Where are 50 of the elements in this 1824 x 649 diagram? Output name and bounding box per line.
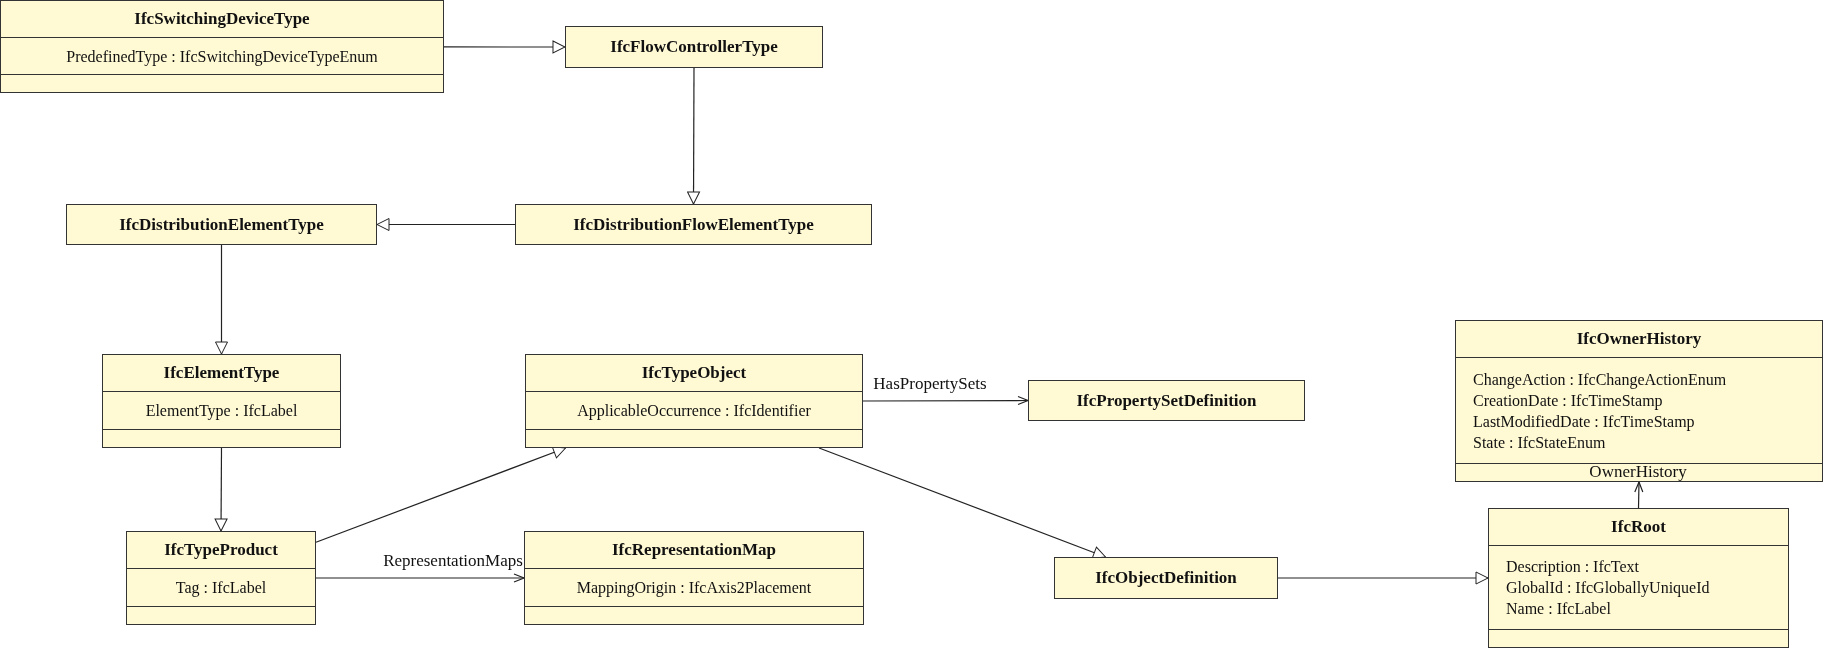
class-box bbox=[126, 531, 316, 625]
edge-label: HasPropertySets bbox=[872, 375, 988, 393]
generalization-arrow bbox=[215, 244, 228, 355]
attribute-text: CreationDate : IfcTimeStamp bbox=[1473, 390, 1663, 411]
class-name: IfcFlowControllerType bbox=[610, 36, 778, 59]
class-name: IfcRoot bbox=[1611, 516, 1666, 539]
attribute-text: Tag : IfcLabel bbox=[175, 578, 267, 598]
class-box bbox=[1488, 508, 1789, 648]
attribute-text: PredefinedType : IfcSwitchingDeviceTypeEnum bbox=[66, 46, 378, 67]
class-box bbox=[66, 204, 377, 245]
class-name: IfcElementType bbox=[163, 362, 280, 385]
attribute-text: State : IfcStateEnum bbox=[1473, 432, 1606, 453]
generalization-arrow bbox=[214, 447, 228, 532]
association-arrow bbox=[1634, 481, 1644, 509]
class-name: IfcRepresentationMap bbox=[612, 539, 776, 562]
attribute-text: Description : IfcText bbox=[1506, 557, 1640, 577]
class-name: IfcTypeProduct bbox=[164, 539, 278, 562]
generalization-arrow bbox=[687, 67, 701, 205]
class-name: IfcDistributionFlowElementType bbox=[573, 213, 814, 236]
edge-label: RepresentationMaps bbox=[382, 552, 524, 570]
attribute-text: ElementType : IfcLabel bbox=[145, 401, 298, 421]
association-arrow bbox=[315, 573, 525, 583]
class-name: IfcTypeObject bbox=[641, 362, 747, 385]
generalization-arrow bbox=[443, 40, 566, 54]
generalization-arrow bbox=[818, 447, 1107, 559]
class-box bbox=[1028, 380, 1305, 421]
class-box bbox=[102, 354, 341, 448]
class-name: IfcSwitchingDeviceType bbox=[134, 8, 310, 31]
class-box bbox=[515, 204, 872, 245]
generalization-arrow bbox=[376, 218, 516, 231]
attribute-text: GlobalId : IfcGloballyUniqueId bbox=[1506, 578, 1710, 598]
edge-label: OwnerHistory bbox=[1588, 463, 1688, 481]
generalization-arrow bbox=[1277, 571, 1489, 585]
class-box bbox=[565, 26, 823, 68]
attribute-text: ChangeAction : IfcChangeActionEnum bbox=[1473, 369, 1727, 390]
class-name: IfcDistributionElementType bbox=[119, 213, 324, 236]
class-box bbox=[1054, 557, 1278, 599]
class-name: IfcOwnerHistory bbox=[1576, 328, 1702, 351]
class-name: IfcPropertySetDefinition bbox=[1076, 389, 1257, 412]
association-arrow bbox=[862, 395, 1029, 406]
generalization-arrow bbox=[315, 446, 567, 543]
attribute-text: MappingOrigin : IfcAxis2Placement bbox=[576, 578, 812, 598]
class-box bbox=[524, 531, 864, 625]
class-box bbox=[1455, 320, 1823, 482]
class-box bbox=[525, 354, 863, 448]
class-name: IfcObjectDefinition bbox=[1095, 567, 1237, 590]
attribute-text: Name : IfcLabel bbox=[1506, 599, 1611, 619]
class-box bbox=[0, 0, 444, 93]
attribute-text: LastModifiedDate : IfcTimeStamp bbox=[1473, 411, 1695, 432]
attribute-text: ApplicableOccurrence : IfcIdentifier bbox=[577, 401, 811, 421]
